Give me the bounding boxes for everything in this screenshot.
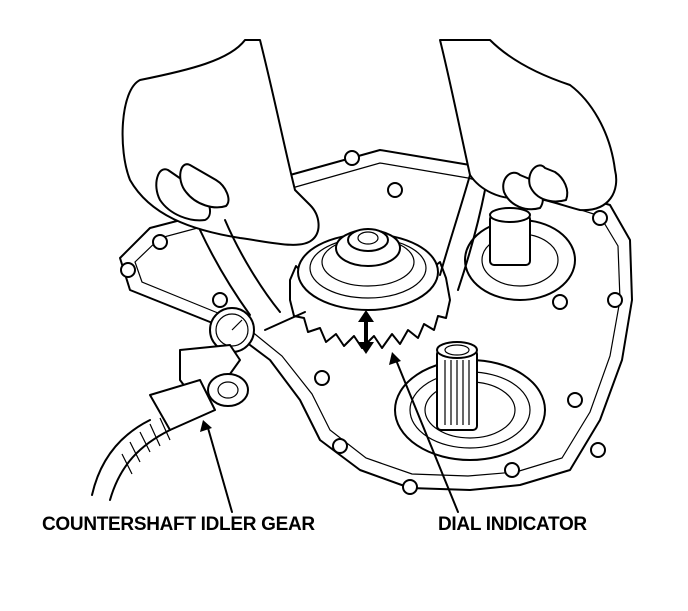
right-hand <box>439 39 618 291</box>
housing-bolts <box>120 150 623 495</box>
callout-leaders <box>200 352 459 513</box>
mainshaft-bearing <box>394 341 546 461</box>
upper-shaft <box>464 207 576 301</box>
countershaft-idler-gear <box>289 228 451 349</box>
dial-indicator-label: DIAL INDICATOR <box>438 514 587 535</box>
dial-indicator-tool <box>91 307 306 501</box>
measurement-arrow <box>358 310 374 354</box>
left-hand <box>121 39 320 316</box>
countershaft-idler-gear-label: COUNTERSHAFT IDLER GEAR <box>42 514 315 535</box>
